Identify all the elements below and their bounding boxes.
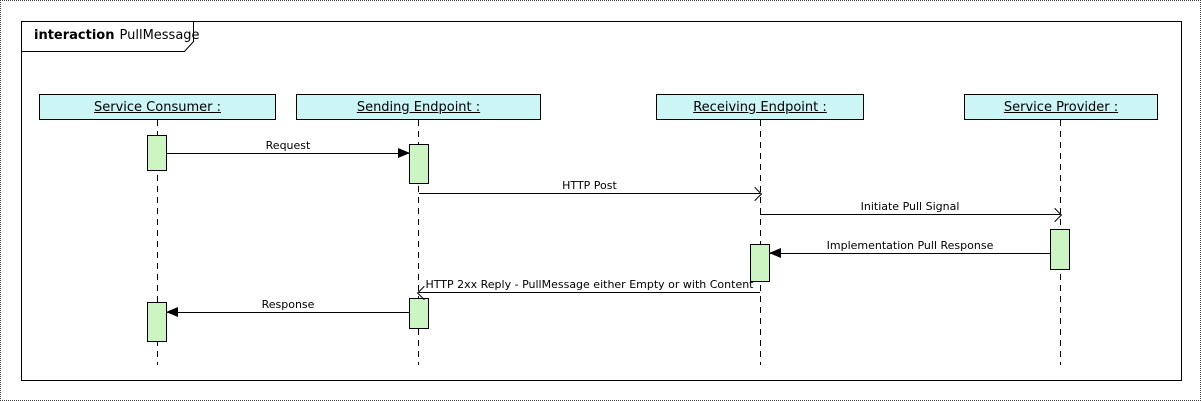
lifeline-header-service-provider[interactable]: Service Provider : <box>964 94 1158 120</box>
message-label: Request <box>265 139 311 152</box>
frame-label-pentagon <box>21 21 194 52</box>
activation-bar-sending-endpoint-2[interactable] <box>409 298 429 329</box>
message-request[interactable]: Request <box>167 139 410 158</box>
message-label: Implementation Pull Response <box>826 239 994 252</box>
lifeline-header-receiving-endpoint[interactable]: Receiving Endpoint : <box>656 94 864 120</box>
lifeline-label: Receiving Endpoint : <box>693 99 827 115</box>
message-label: Initiate Pull Signal <box>860 200 960 213</box>
filled-arrowhead-icon <box>398 148 410 158</box>
lifeline-service-consumer <box>157 120 158 365</box>
interaction-frame <box>21 21 1182 381</box>
message-http-2xx-reply[interactable]: HTTP 2xx Reply - PullMessage either Empt… <box>416 278 760 301</box>
message-label: HTTP Post <box>562 179 617 192</box>
activation-bar-receiving-endpoint[interactable] <box>750 244 770 282</box>
message-initiate-pull-signal[interactable]: Initiate Pull Signal <box>760 200 1063 223</box>
lifeline-header-service-consumer[interactable]: Service Consumer : <box>39 94 276 120</box>
activation-bar-service-provider[interactable] <box>1050 229 1070 270</box>
message-http-post[interactable]: HTTP Post <box>419 179 763 202</box>
message-line <box>416 285 760 301</box>
message-response[interactable]: Response <box>166 298 409 317</box>
message-label: HTTP 2xx Reply - PullMessage either Empt… <box>425 278 754 291</box>
frame-keyword: interaction <box>34 28 115 43</box>
message-line <box>166 307 409 317</box>
message-line <box>419 186 763 202</box>
lifeline-label: Service Consumer : <box>94 99 221 115</box>
frame-title: interaction PullMessage <box>34 28 200 43</box>
activation-bar-sending-endpoint-1[interactable] <box>409 144 429 184</box>
lifeline-header-sending-endpoint[interactable]: Sending Endpoint : <box>296 94 541 120</box>
lifeline-label: Service Provider : <box>1003 99 1119 115</box>
lifeline-label: Sending Endpoint : <box>356 99 481 115</box>
message-implementation-pull-response[interactable]: Implementation Pull Response <box>769 239 1050 258</box>
message-line <box>167 148 410 158</box>
filled-arrowhead-icon <box>769 248 781 258</box>
lifeline-sending-endpoint <box>418 120 419 365</box>
filled-arrowhead-icon <box>166 307 178 317</box>
frame-name: PullMessage <box>119 28 200 43</box>
message-line <box>760 207 1063 223</box>
activation-bar-service-consumer-1[interactable] <box>147 135 167 171</box>
lifeline-receiving-endpoint <box>760 120 761 365</box>
message-label: Response <box>261 298 315 311</box>
message-line <box>769 248 1050 258</box>
activation-bar-service-consumer-2[interactable] <box>147 302 167 342</box>
